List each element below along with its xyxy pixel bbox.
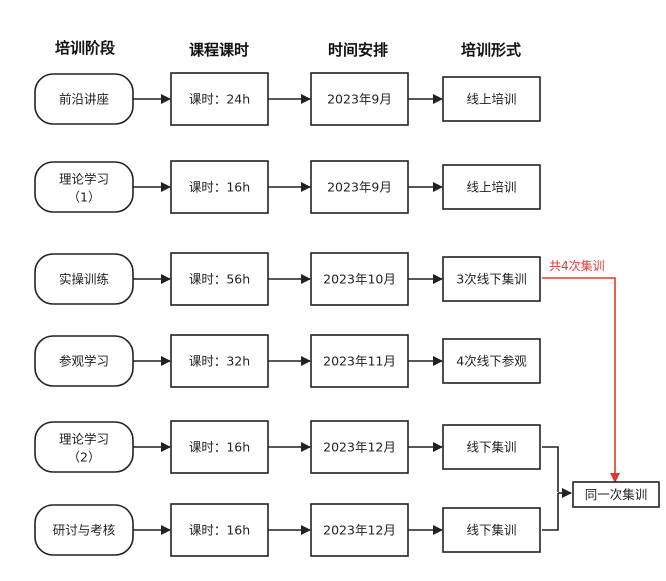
row-4: 参观学习 课时：32h 2023年11月 4次线下参观: [34, 334, 541, 388]
time-box: [310, 160, 409, 214]
hours-label: 课时：16h: [189, 180, 250, 195]
form-label: 4次线下参观: [456, 354, 527, 369]
time-label: 2023年9月: [327, 180, 392, 195]
stage-box: [34, 421, 134, 473]
time-label: 2023年12月: [323, 440, 396, 455]
header-stage: 培训阶段: [55, 39, 115, 57]
red-annotation-arrow: [542, 277, 620, 483]
form-label: 线下集训: [466, 523, 516, 538]
form-box: [442, 338, 541, 384]
stage-label-sub: （1）: [68, 190, 101, 205]
time-label: 2023年12月: [323, 523, 396, 538]
hours-box: [170, 252, 269, 306]
stage-label: 前沿讲座: [59, 92, 109, 107]
stage-label: 实操训练: [59, 272, 110, 287]
merge-box-label: 同一次集训: [585, 487, 648, 502]
time-box: [310, 503, 409, 557]
merge-line-row5: [542, 446, 559, 492]
row-1: 前沿讲座 课时：24h 2023年9月 线上培训: [34, 72, 541, 126]
annotation-text: 共4次集训: [549, 258, 605, 273]
merge-connectors: [542, 446, 572, 531]
form-label: 线上培训: [466, 180, 516, 195]
hours-label: 课时：16h: [189, 440, 250, 455]
hours-box: [170, 334, 269, 388]
row-5: 理论学习 （2） 课时：16h 2023年12月 线下集训: [34, 420, 541, 474]
form-label: 3次线下集训: [456, 272, 526, 287]
hours-label: 课时：32h: [189, 354, 250, 369]
hours-box: [170, 160, 269, 214]
stage-label-sub: （2）: [68, 450, 101, 465]
hours-label: 课时：16h: [189, 523, 250, 538]
merge-box: [572, 481, 660, 508]
row-6: 研讨与考核 课时：16h 2023年12月 线下集训: [34, 503, 541, 557]
form-box: [442, 164, 541, 210]
stage-label: 参观学习: [59, 354, 109, 369]
header-hours: 课程课时: [189, 41, 249, 59]
header-form: 培训形式: [461, 41, 521, 59]
time-box: [310, 420, 409, 474]
stage-label: 研讨与考核: [53, 523, 116, 538]
form-box: [442, 256, 541, 302]
merge-line-row6: [542, 493, 559, 531]
time-label: 2023年11月: [323, 354, 396, 369]
form-box: [442, 424, 541, 470]
stage-box: [34, 161, 134, 213]
row-3: 实操训练 课时：56h 2023年10月 3次线下集训: [34, 252, 541, 306]
hours-label: 课时：24h: [189, 92, 250, 107]
hours-box: [170, 420, 269, 474]
form-label: 线下集训: [466, 440, 516, 455]
row-2: 理论学习 （1） 课时：16h 2023年9月 线上培训: [34, 160, 541, 214]
stage-label: 理论学习: [59, 432, 109, 447]
form-box: [442, 76, 541, 122]
hours-box: [170, 72, 269, 126]
time-label: 2023年10月: [323, 272, 396, 287]
form-label: 线上培训: [466, 92, 516, 107]
hours-label: 课时：56h: [189, 272, 250, 287]
form-box: [442, 507, 541, 553]
header-time: 时间安排: [328, 41, 388, 59]
stage-label: 理论学习: [59, 172, 109, 187]
time-box: [310, 72, 409, 126]
time-label: 2023年9月: [327, 92, 392, 107]
